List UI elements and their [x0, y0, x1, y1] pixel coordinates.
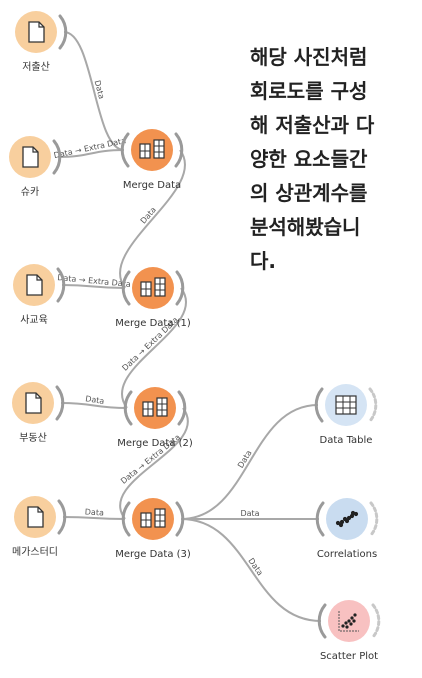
document-icon [27, 506, 44, 528]
widget-label: Scatter Plot [320, 651, 378, 662]
widget-table[interactable]: Data Table [314, 384, 378, 446]
document-icon [26, 274, 43, 296]
edge-merge-4-to-scatter[interactable]: Data [180, 518, 322, 622]
edge-label: Data [85, 394, 105, 406]
input-port[interactable] [121, 501, 131, 537]
document-fold [36, 275, 42, 281]
merge-widget-circle[interactable] [134, 387, 176, 429]
edge-line[interactable] [57, 149, 125, 158]
merge-widget-circle[interactable] [132, 498, 174, 540]
output-port[interactable] [56, 267, 66, 303]
widget-merge-2[interactable]: Merge Data (1) [115, 267, 191, 329]
output-port[interactable] [52, 139, 62, 175]
explanation-note: 해당 사진처럼 회로도를 구성 해 저출산과 다 양한 요소들간 의 상관계수를… [250, 45, 375, 273]
document-icon [25, 392, 42, 414]
widget-file-5[interactable]: 메가스터디 [12, 496, 67, 558]
document-fold [37, 507, 43, 513]
correlation-icon [335, 510, 359, 528]
edge-file-5-to-merge-4[interactable]: Data [62, 507, 126, 520]
input-port[interactable] [315, 501, 325, 537]
widget-corr[interactable]: Correlations [315, 498, 379, 560]
merge-table-icon [140, 277, 166, 297]
edge-line[interactable] [118, 149, 187, 289]
merge-table-icon [142, 397, 168, 417]
document-icon [22, 146, 39, 168]
merge-table-icon [139, 139, 165, 159]
widget-scatter[interactable]: Scatter Plot [317, 600, 381, 662]
output-port[interactable] [57, 499, 67, 535]
output-port[interactable] [177, 390, 187, 426]
document-fold [35, 393, 41, 399]
widget-label: Merge Data [123, 180, 181, 191]
output-port[interactable] [369, 501, 379, 537]
edge-merge-4-to-corr[interactable]: Data [181, 509, 319, 521]
input-port[interactable] [317, 603, 327, 639]
input-port[interactable] [120, 132, 130, 168]
merge-widget-circle[interactable] [131, 129, 173, 171]
output-port[interactable] [175, 501, 185, 537]
merge-widget-circle[interactable] [132, 267, 174, 309]
output-port[interactable] [55, 385, 65, 421]
edge-file-4-to-merge-3[interactable]: Data [60, 394, 128, 409]
edge-label: Data [240, 509, 259, 518]
document-icon [28, 21, 45, 43]
widget-label: Data Table [320, 435, 373, 446]
widget-label: Merge Data (2) [117, 438, 193, 449]
widget-merge-1[interactable]: Merge Data [120, 129, 184, 191]
edge-file-1-to-merge-1[interactable]: Data [63, 31, 125, 151]
widget-file-2[interactable]: 슈카 [9, 136, 62, 198]
widget-file-4[interactable]: 부동산 [12, 382, 65, 444]
input-port[interactable] [123, 390, 133, 426]
edge-merge-4-to-table[interactable]: Data [180, 404, 319, 520]
edge-line[interactable] [60, 402, 128, 409]
edge-line[interactable] [180, 404, 319, 520]
edge-label: Data [85, 507, 105, 517]
widget-label: 슈카 [21, 186, 39, 198]
widget-label: 사교육 [20, 314, 48, 326]
widget-label: Merge Data (3) [115, 549, 191, 560]
widget-label: 저출산 [22, 61, 50, 73]
widget-label: 메가스터디 [12, 546, 58, 558]
table-icon [335, 395, 357, 415]
merge-table-icon [140, 508, 166, 528]
edge-line[interactable] [119, 407, 189, 520]
document-fold [32, 147, 38, 153]
scatter-plot-icon [338, 611, 359, 632]
output-port[interactable] [175, 270, 185, 306]
input-port[interactable] [314, 387, 324, 423]
output-port[interactable] [368, 387, 378, 423]
edge-line[interactable] [63, 31, 125, 151]
widget-label: Merge Data (1) [115, 318, 191, 329]
output-port[interactable] [58, 14, 68, 50]
edge-line[interactable] [180, 518, 322, 622]
edge-label: Data → Extra Data [53, 136, 127, 160]
widget-merge-3[interactable]: Merge Data (2) [117, 387, 193, 449]
edge-line[interactable] [61, 284, 126, 289]
edge-line[interactable] [62, 516, 126, 520]
widget-file-3[interactable]: 사교육 [13, 264, 66, 326]
document-fold [38, 22, 44, 28]
output-port[interactable] [174, 132, 184, 168]
widget-label: Correlations [317, 549, 377, 560]
widget-label: 부동산 [19, 432, 47, 444]
output-port[interactable] [371, 603, 381, 639]
widget-merge-4[interactable]: Merge Data (3) [115, 498, 191, 560]
widget-file-1[interactable]: 저출산 [15, 11, 68, 73]
edge-line[interactable] [121, 287, 187, 409]
edge-file-2-to-merge-1[interactable]: Data → Extra Data [53, 136, 127, 160]
input-port[interactable] [121, 270, 131, 306]
